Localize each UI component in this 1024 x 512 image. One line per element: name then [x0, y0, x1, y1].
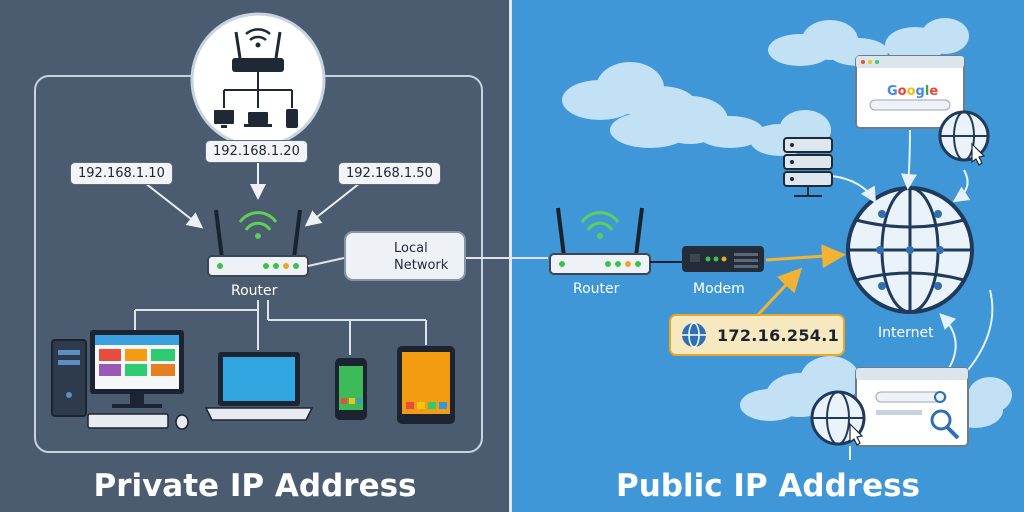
- panel-divider: [509, 0, 512, 512]
- lan-device-lines: [134, 257, 548, 355]
- internet-globe-icon: [846, 186, 974, 314]
- server-icon: [783, 137, 833, 197]
- search-brand-logo: Google: [887, 84, 939, 99]
- modem-internet-arrow: [765, 244, 846, 269]
- public-title: Public IP Address: [615, 468, 921, 504]
- public-ip-arrow: [753, 267, 803, 320]
- device-tree-lines: [223, 72, 293, 108]
- public-router-label: Router: [573, 281, 620, 297]
- private-title: Private IP Address: [93, 468, 417, 504]
- public-ip-value: 172.16.254.1: [717, 326, 840, 345]
- modem-label: Modem: [693, 281, 745, 297]
- search-cursor-icon: [930, 409, 960, 440]
- local-network-box: Local Network: [344, 231, 466, 281]
- globe-click-icon: [810, 390, 866, 446]
- internet-label: Internet: [878, 325, 934, 341]
- private-router-label: Router: [231, 283, 278, 299]
- globe-icon: [682, 322, 706, 348]
- smartphone-icon: [335, 358, 367, 420]
- desktop-computer-icon: [51, 330, 189, 430]
- public-ip-box: 172.16.254.1: [669, 314, 845, 356]
- ip-tag-top: 192.168.1.20: [205, 140, 308, 163]
- private-router-icon: [207, 209, 309, 277]
- ip-tag-right: 192.168.1.50: [338, 162, 441, 185]
- arrow-right: [304, 182, 361, 227]
- router-small-icon: [232, 28, 284, 72]
- laptop-icon: [204, 352, 314, 421]
- internet-links: [831, 129, 994, 371]
- ip-tag-left: 192.168.1.10: [70, 162, 173, 185]
- mini-devices-icon: [214, 109, 298, 128]
- cloud-icon: [562, 18, 1012, 428]
- search-browser-window: [855, 55, 965, 129]
- tablet-icon: [397, 346, 455, 424]
- arrow-left: [144, 182, 204, 229]
- public-router-icon: [549, 207, 651, 275]
- browser-window: [855, 367, 969, 447]
- globe-cursor-icon: [938, 110, 990, 166]
- local-network-label: Local Network: [394, 241, 449, 273]
- modem-icon: [682, 246, 764, 272]
